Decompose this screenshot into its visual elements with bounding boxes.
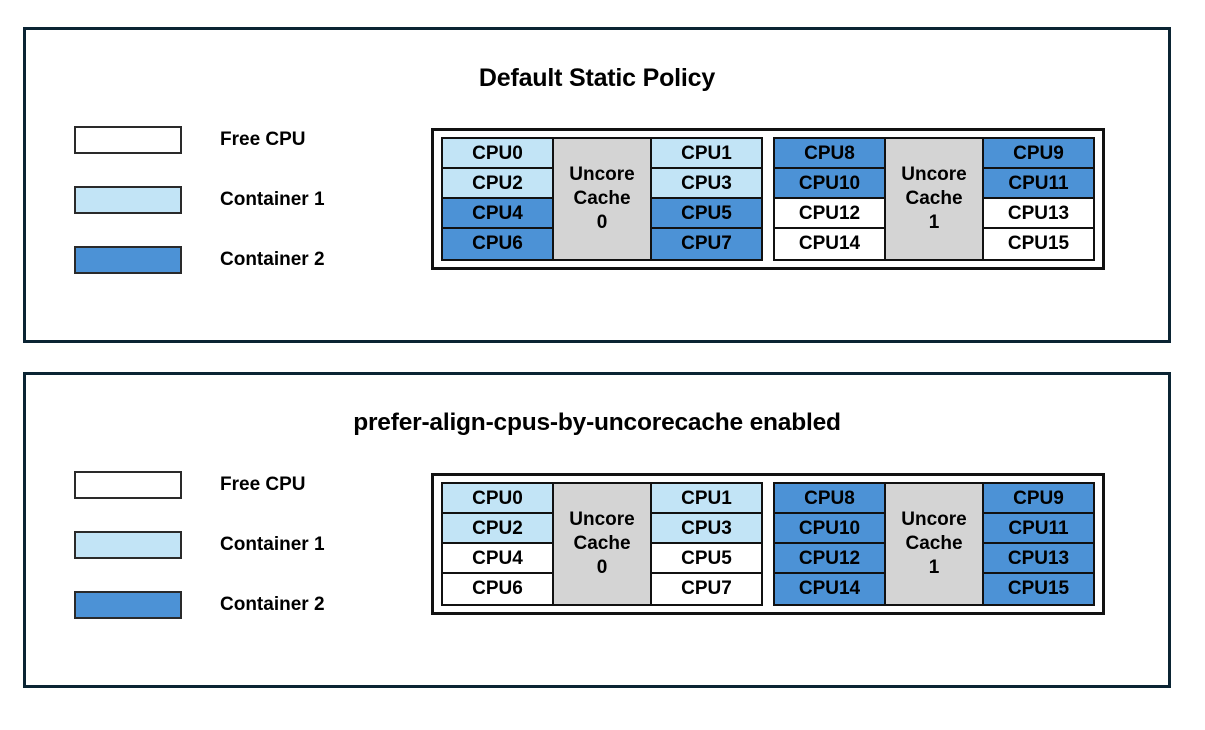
cpu-cell: CPU5 [650, 199, 761, 229]
cpu-cell: CPU7 [650, 574, 761, 604]
uncore-cache-index: 0 [596, 212, 608, 234]
cpu-column-left: CPU8 CPU10 CPU12 CPU14 [775, 484, 886, 604]
panel-prefer-align-enabled: prefer-align-cpus-by-uncorecache enabled… [23, 372, 1171, 688]
legend-swatch-free-cpu [74, 471, 182, 499]
cpu-cell: CPU3 [650, 169, 761, 199]
cpu-cell: CPU12 [775, 544, 886, 574]
uncore-cache-line-2: Cache [905, 532, 963, 554]
legend-swatch-container-1 [74, 186, 182, 214]
legend-label-free-cpu: Free CPU [220, 129, 306, 150]
legend-label-container-1: Container 1 [220, 534, 325, 555]
cpu-cell: CPU2 [443, 514, 554, 544]
cpu-cell: CPU8 [775, 139, 886, 169]
socket-uncore-cache-0: CPU0 CPU2 CPU4 CPU6 Uncore Cache 0 CPU1 … [441, 137, 763, 261]
cpu-cell: CPU4 [443, 199, 554, 229]
uncore-cache-line-2: Cache [573, 187, 631, 209]
uncore-cache-block: Uncore Cache 0 [554, 484, 650, 604]
cpu-topology-diagram: CPU0 CPU2 CPU4 CPU6 Uncore Cache 0 CPU1 … [431, 128, 1105, 270]
uncore-cache-index: 1 [928, 212, 940, 234]
uncore-cache-line-2: Cache [573, 532, 631, 554]
legend-swatch-container-2 [74, 591, 182, 619]
cpu-cell: CPU9 [982, 484, 1093, 514]
legend-item-container-2: Container 2 [74, 590, 325, 620]
cpu-cell: CPU10 [775, 169, 886, 199]
uncore-cache-line-1: Uncore [901, 508, 967, 530]
legend: Free CPU Container 1 Container 2 [74, 470, 325, 650]
socket-uncore-cache-1: CPU8 CPU10 CPU12 CPU14 Uncore Cache 1 CP… [773, 482, 1095, 606]
cpu-cell: CPU0 [443, 484, 554, 514]
socket-uncore-cache-0: CPU0 CPU2 CPU4 CPU6 Uncore Cache 0 CPU1 … [441, 482, 763, 606]
cpu-cell: CPU13 [982, 544, 1093, 574]
cpu-cell: CPU10 [775, 514, 886, 544]
cpu-column-left: CPU0 CPU2 CPU4 CPU6 [443, 484, 554, 604]
cpu-cell: CPU5 [650, 544, 761, 574]
page-title: Default Static Policy [478, 64, 716, 92]
cpu-cell: CPU2 [443, 169, 554, 199]
uncore-cache-index: 0 [596, 557, 608, 579]
cpu-column-left: CPU8 CPU10 CPU12 CPU14 [775, 139, 886, 259]
cpu-topology-diagram: CPU0 CPU2 CPU4 CPU6 Uncore Cache 0 CPU1 … [431, 473, 1105, 615]
cpu-cell: CPU14 [775, 574, 886, 604]
cpu-cell: CPU1 [650, 139, 761, 169]
uncore-cache-block: Uncore Cache 1 [886, 484, 982, 604]
cpu-cell: CPU12 [775, 199, 886, 229]
cpu-cell: CPU9 [982, 139, 1093, 169]
cpu-column-right: CPU9 CPU11 CPU13 CPU15 [982, 484, 1093, 604]
uncore-cache-line-1: Uncore [569, 163, 635, 185]
uncore-cache-line-1: Uncore [901, 163, 967, 185]
panel-default-static-policy: Default Static Policy Free CPU Container… [23, 27, 1171, 343]
cpu-column-left: CPU0 CPU2 CPU4 CPU6 [443, 139, 554, 259]
page-title: prefer-align-cpus-by-uncorecache enabled [353, 409, 841, 436]
uncore-cache-line-2: Cache [905, 187, 963, 209]
legend: Free CPU Container 1 Container 2 [74, 125, 325, 305]
cpu-cell: CPU11 [982, 169, 1093, 199]
legend-item-container-1: Container 1 [74, 185, 325, 215]
cpu-cell: CPU13 [982, 199, 1093, 229]
cpu-column-right: CPU1 CPU3 CPU5 CPU7 [650, 139, 761, 259]
legend-label-container-1: Container 1 [220, 189, 325, 210]
legend-item-container-1: Container 1 [74, 530, 325, 560]
cpu-cell: CPU8 [775, 484, 886, 514]
cpu-cell: CPU4 [443, 544, 554, 574]
cpu-cell: CPU0 [443, 139, 554, 169]
uncore-cache-index: 1 [928, 557, 940, 579]
cpu-cell: CPU15 [982, 574, 1093, 604]
legend-swatch-container-1 [74, 531, 182, 559]
uncore-cache-block: Uncore Cache 1 [886, 139, 982, 259]
uncore-cache-line-1: Uncore [569, 508, 635, 530]
uncore-cache-block: Uncore Cache 0 [554, 139, 650, 259]
cpu-cell: CPU15 [982, 229, 1093, 259]
socket-uncore-cache-1: CPU8 CPU10 CPU12 CPU14 Uncore Cache 1 CP… [773, 137, 1095, 261]
legend-swatch-container-2 [74, 246, 182, 274]
legend-item-free-cpu: Free CPU [74, 470, 325, 500]
legend-label-container-2: Container 2 [220, 594, 325, 615]
cpu-cell: CPU11 [982, 514, 1093, 544]
legend-item-free-cpu: Free CPU [74, 125, 325, 155]
cpu-column-right: CPU1 CPU3 CPU5 CPU7 [650, 484, 761, 604]
cpu-cell: CPU14 [775, 229, 886, 259]
cpu-cell: CPU1 [650, 484, 761, 514]
cpu-cell: CPU6 [443, 574, 554, 604]
legend-label-free-cpu: Free CPU [220, 474, 306, 495]
legend-label-container-2: Container 2 [220, 249, 325, 270]
cpu-column-right: CPU9 CPU11 CPU13 CPU15 [982, 139, 1093, 259]
legend-swatch-free-cpu [74, 126, 182, 154]
cpu-cell: CPU7 [650, 229, 761, 259]
cpu-cell: CPU3 [650, 514, 761, 544]
cpu-cell: CPU6 [443, 229, 554, 259]
legend-item-container-2: Container 2 [74, 245, 325, 275]
